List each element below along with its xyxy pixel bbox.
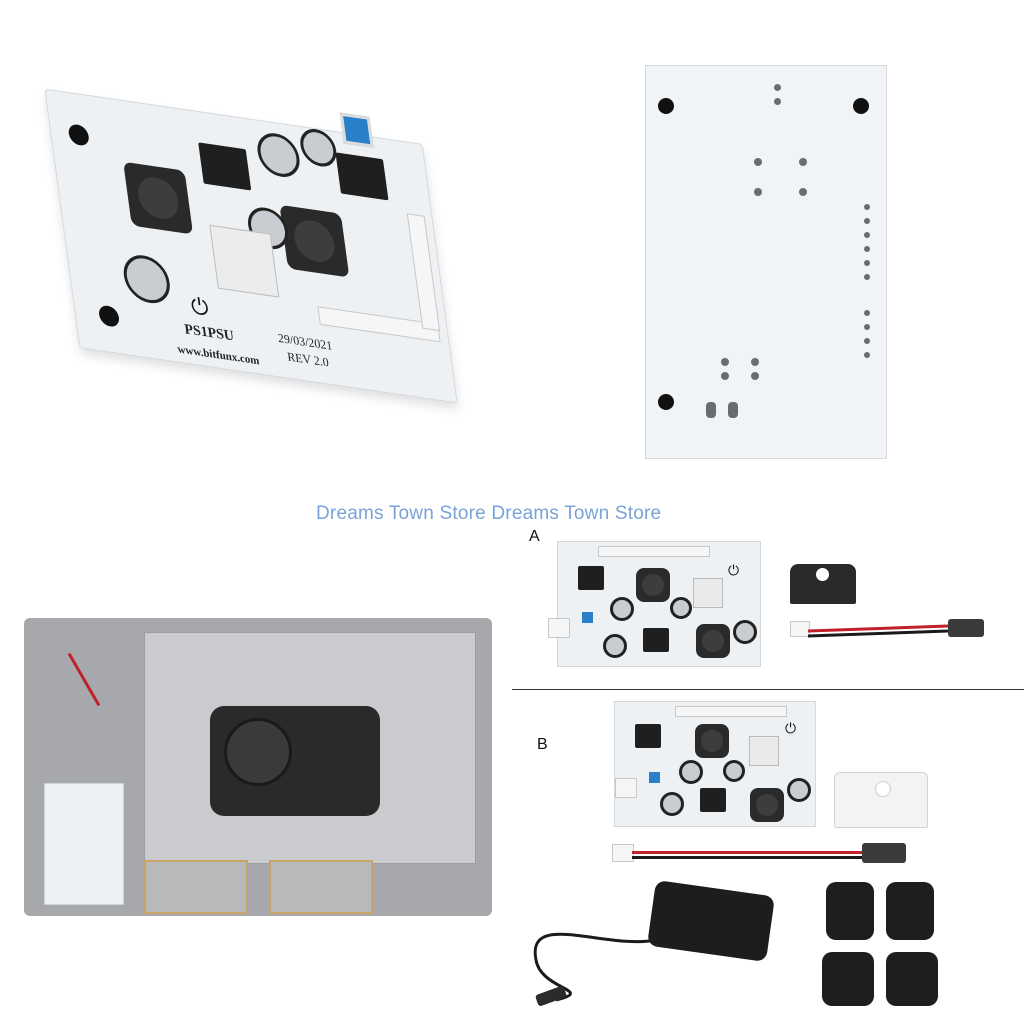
variant-b-power-cable [612, 838, 922, 872]
capacitor [679, 760, 703, 784]
mount-hole [658, 98, 674, 114]
plug-head-uk [826, 882, 874, 940]
adapter-cord [533, 932, 657, 1002]
controller-port [144, 860, 248, 914]
regulator-chip [335, 152, 389, 201]
pcb-front-photo: PS1PSU 29/03/2021 REV 2.0 www.bitfunx.co… [40, 60, 470, 460]
capacitor [297, 126, 339, 169]
mount-hole [97, 304, 121, 328]
plug-head-au [886, 882, 934, 940]
capacitor [254, 130, 303, 180]
ribbon-connector [406, 213, 441, 332]
solder-pad [799, 158, 807, 166]
tact-switch [339, 112, 374, 148]
jst-connector [548, 618, 570, 638]
regulator-chip [700, 788, 726, 812]
power-icon: ⏻ [728, 562, 740, 578]
solder-pad [774, 98, 781, 105]
capacitor [723, 760, 745, 782]
solder-pad [754, 188, 762, 196]
solder-pad [864, 204, 870, 210]
solder-pad [864, 274, 870, 280]
variant-b-power-adapter [516, 879, 806, 1010]
variant-label-a: A [529, 528, 540, 545]
pcb-website-text: www.bitfunx.com [176, 343, 261, 368]
variant-label-b: B [537, 736, 548, 753]
inductor [695, 724, 729, 758]
tact-switch [649, 772, 660, 783]
ribbon-connector [675, 706, 787, 717]
solder-pad [721, 372, 729, 380]
push-switch [209, 224, 280, 298]
inductor [636, 568, 670, 602]
store-watermark: Dreams Town Store Dreams Town Store [316, 503, 662, 524]
solder-pad [864, 218, 870, 224]
mount-hole [853, 98, 869, 114]
jst-plug [612, 844, 634, 862]
regulator-chip [198, 142, 252, 191]
mount-hole [67, 123, 91, 147]
dc-jack [862, 843, 906, 863]
solder-pad [706, 402, 716, 418]
solder-pad [864, 246, 870, 252]
solder-pad [754, 158, 762, 166]
cable-red-wire [632, 851, 862, 854]
push-switch [693, 578, 723, 608]
section-divider [512, 689, 1024, 690]
spindle-motor [224, 718, 292, 786]
regulator-chip [643, 628, 669, 652]
cable-black-wire [632, 856, 862, 859]
plug-head-eu [886, 952, 938, 1006]
push-switch [749, 736, 779, 766]
pcb-date-text: 29/03/2021 [276, 330, 334, 353]
solder-pad [799, 188, 807, 196]
capacitor [787, 778, 811, 802]
variant-a-metal-bracket [790, 564, 856, 604]
pcb-front-board: PS1PSU 29/03/2021 REV 2.0 www.bitfunx.co… [44, 88, 458, 404]
solder-pad [864, 352, 870, 358]
capacitor [120, 252, 173, 307]
regulator-chip [578, 566, 604, 590]
power-icon: ⏻ [785, 720, 797, 736]
inductor [279, 204, 350, 278]
power-icon: ⏻ [189, 292, 211, 321]
capacitor [670, 597, 692, 619]
capacitor [733, 620, 757, 644]
regulator-chip [635, 724, 661, 748]
capacitor [603, 634, 627, 658]
solder-pad [721, 358, 729, 366]
jst-connector [615, 778, 637, 798]
inductor [750, 788, 784, 822]
mount-hole [658, 394, 674, 410]
installed-cable [67, 652, 101, 707]
solder-pad [774, 84, 781, 91]
solder-pad [864, 260, 870, 266]
solder-pad [864, 232, 870, 238]
variant-a-board: ⏻ [548, 541, 761, 667]
solder-pad [751, 358, 759, 366]
ribbon-connector [598, 546, 710, 557]
capacitor [610, 597, 634, 621]
variant-b-plastic-bracket [834, 772, 928, 828]
pcb-back-board [645, 65, 887, 459]
dc-jack [948, 619, 984, 637]
inductor [696, 624, 730, 658]
bracket-hole [816, 568, 829, 581]
solder-pad [864, 310, 870, 316]
solder-pad [864, 324, 870, 330]
solder-pad [728, 402, 738, 418]
variant-b-board: ⏻ [614, 701, 816, 827]
inductor [123, 161, 194, 235]
console-interior-photo [24, 618, 492, 916]
solder-pad [864, 338, 870, 344]
tact-switch [582, 612, 593, 623]
variant-a-power-cable [790, 615, 1010, 645]
pcb-brand-text: PS1PSU [183, 321, 236, 345]
plug-head-us [822, 952, 874, 1006]
installed-psu-board [44, 783, 124, 905]
solder-pad [751, 372, 759, 380]
controller-port [269, 860, 373, 914]
capacitor [660, 792, 684, 816]
bracket-hole [875, 781, 891, 797]
